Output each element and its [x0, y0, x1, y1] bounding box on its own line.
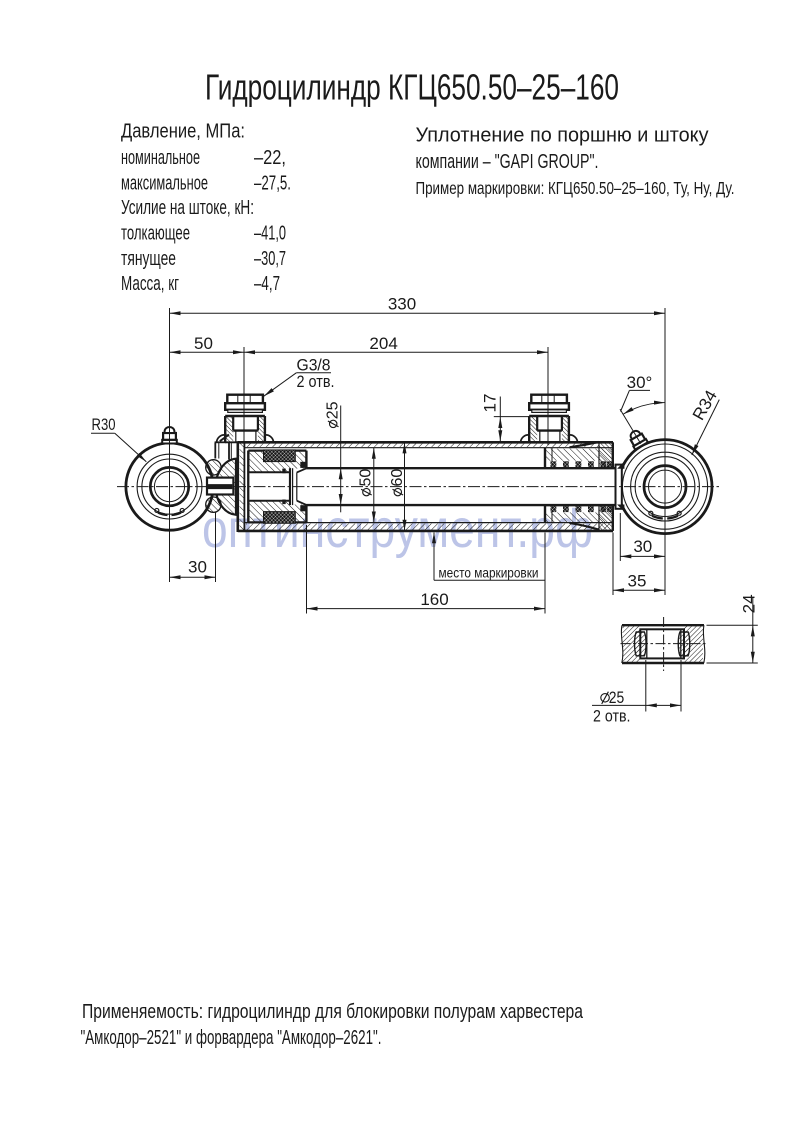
svg-text:R30: R30 — [92, 415, 116, 434]
svg-text:50: 50 — [358, 469, 375, 487]
svg-text:Давление, МПа:: Давление, МПа: — [121, 120, 245, 142]
svg-text:G3/8: G3/8 — [297, 356, 331, 374]
svg-text:Гидроцилиндр КГЦ650.50–25–160: Гидроцилиндр КГЦ650.50–25–160 — [205, 67, 619, 108]
svg-text:номинальное: номинальное — [121, 147, 200, 169]
svg-text:50: 50 — [194, 334, 213, 353]
svg-text:компании – "GAPI GROUP".: компании – "GAPI GROUP". — [416, 151, 599, 173]
svg-text:24: 24 — [739, 594, 758, 613]
svg-text:место маркировки: место маркировки — [439, 564, 539, 580]
svg-text:30: 30 — [633, 537, 652, 556]
svg-text:толкающее: толкающее — [121, 222, 190, 244]
svg-text:204: 204 — [369, 334, 397, 353]
svg-text:35: 35 — [628, 571, 647, 590]
svg-text:–30,7: –30,7 — [254, 248, 286, 270]
svg-text:максимальное: максимальное — [121, 172, 208, 194]
svg-text:Пример маркировки: КГЦ650.50–2: Пример маркировки: КГЦ650.50–25–160, Ту,… — [416, 178, 735, 198]
svg-text:25: 25 — [609, 689, 625, 707]
svg-text:–41,0: –41,0 — [254, 222, 286, 244]
svg-text:Усилие на штоке, кН:: Усилие на штоке, кН: — [121, 197, 254, 219]
svg-text:Уплотнение по поршню и штоку: Уплотнение по поршню и штоку — [416, 125, 709, 147]
svg-text:2 отв.: 2 отв. — [297, 373, 335, 391]
svg-text:160: 160 — [420, 590, 448, 609]
svg-text:25: 25 — [324, 401, 341, 419]
svg-text:2 отв.: 2 отв. — [593, 706, 631, 725]
svg-text:30°: 30° — [627, 373, 653, 392]
svg-text:–22,: –22, — [254, 147, 286, 169]
svg-text:–4,7: –4,7 — [254, 273, 280, 295]
svg-text:"Амкодор–2521" и форвардера "А: "Амкодор–2521" и форвардера "Амкодор–262… — [81, 1027, 382, 1049]
svg-text:Масса, кг: Масса, кг — [121, 273, 179, 295]
svg-text:17: 17 — [480, 394, 499, 413]
svg-text:тянущее: тянущее — [121, 248, 176, 270]
svg-text:Применяемость: гидроцилиндр: Применяемость: гидроцилиндр для блокиров… — [82, 1001, 584, 1023]
svg-text:330: 330 — [388, 295, 416, 314]
svg-text:–27,5.: –27,5. — [254, 172, 291, 194]
svg-text:30: 30 — [188, 558, 207, 577]
svg-text:60: 60 — [389, 469, 406, 487]
